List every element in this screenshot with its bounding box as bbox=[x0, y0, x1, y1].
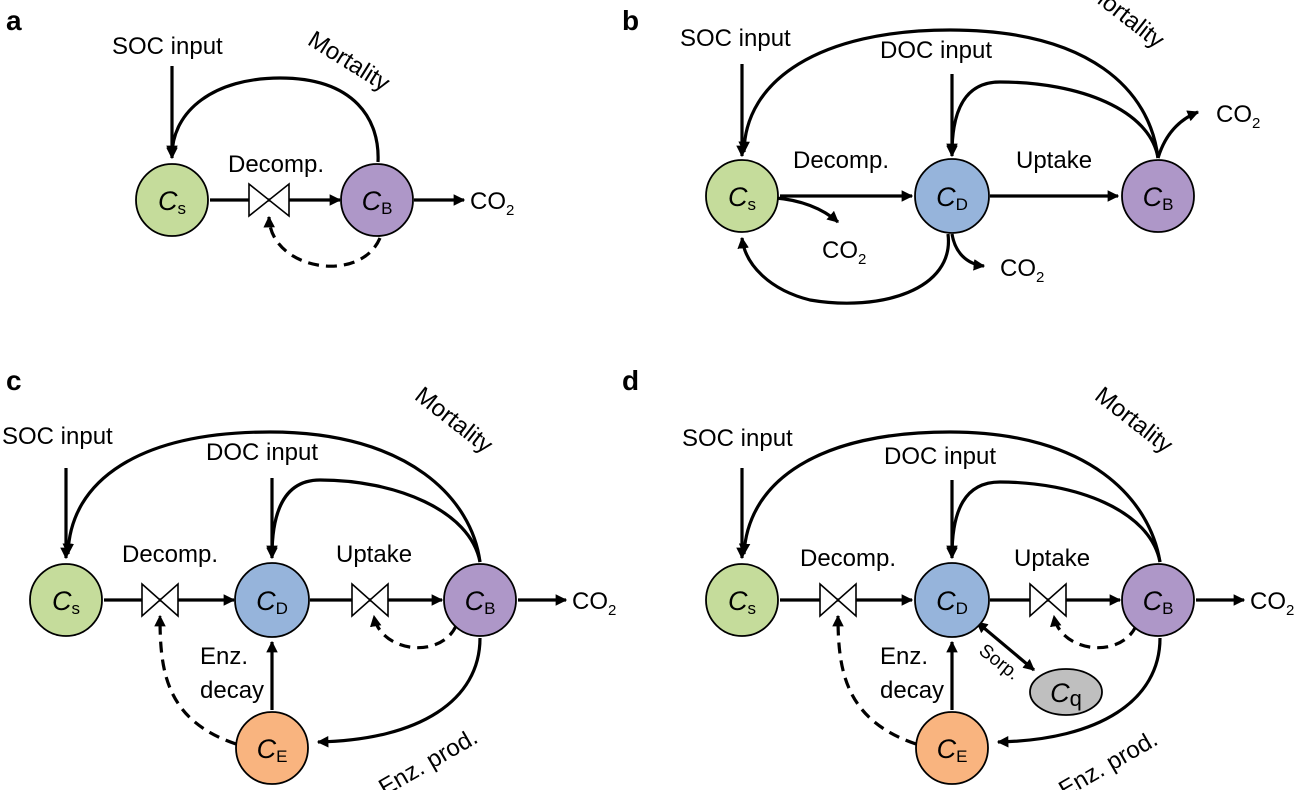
panel-c-enz-prod-arrow bbox=[316, 637, 482, 748]
panel-d-decomp-valve-icon bbox=[819, 582, 857, 618]
panel-d-node-cq-label: Cq bbox=[1050, 678, 1082, 711]
panel-b-node-cb bbox=[1121, 159, 1195, 233]
panel-c: c SOC input DOC input Mortality Decomp. … bbox=[2, 365, 616, 790]
panel-d-node-cd-label: CD bbox=[936, 586, 968, 618]
panel-b-uptake-label: Uptake bbox=[1016, 147, 1092, 174]
panel-d-node-cs-label: Cs bbox=[728, 586, 756, 618]
panel-a-node-cb bbox=[340, 163, 414, 237]
panel-c-mortality-to-cs-arrow bbox=[62, 430, 482, 563]
panel-b-cd-co2-arrow bbox=[950, 233, 986, 271]
panel-b-node-cs bbox=[705, 159, 779, 233]
panel-a-node-cb-label: CB bbox=[362, 186, 393, 218]
panel-b: b SOC input DOC input Mortality Decomp. … bbox=[622, 0, 1260, 305]
panel-b-mortality-to-cs-arrow bbox=[738, 28, 1160, 159]
panel-c-node-cb bbox=[443, 563, 517, 637]
panel-d-co2-label: CO2 bbox=[1250, 588, 1294, 619]
panel-c-mortality-to-cd-arrow bbox=[266, 478, 482, 563]
panel-c-doc-input-label: DOC input bbox=[206, 439, 318, 466]
panel-c-node-cb-label: CB bbox=[465, 586, 496, 618]
panel-c-node-ce-label: CE bbox=[257, 734, 288, 766]
panel-b-node-cd-label: CD bbox=[936, 182, 968, 214]
panel-c-node-ce bbox=[235, 711, 309, 785]
panel-d-enz-decay-label-2: decay bbox=[880, 677, 944, 704]
panel-d-uptake-label: Uptake bbox=[1014, 545, 1090, 572]
panel-d-doc-input-label: DOC input bbox=[884, 443, 996, 470]
panel-c-soc-input-label: SOC input bbox=[2, 423, 113, 450]
panel-c-uptake-label: Uptake bbox=[336, 541, 412, 568]
panel-c-co2-label: CO2 bbox=[572, 588, 616, 619]
panel-a-valve-icon bbox=[248, 182, 290, 218]
panel-a-mortality-label: Mortality bbox=[303, 26, 394, 97]
panel-a: a SOC input Mortality Decomp. Cs CB CO2 bbox=[6, 5, 514, 268]
panel-b-cb-co2-label: CO2 bbox=[1216, 101, 1260, 132]
panel-d-node-cs bbox=[705, 563, 779, 637]
panel-c-enzyme-catalysis-dashed-arrow bbox=[154, 614, 237, 746]
panel-a-co2-label: CO2 bbox=[470, 188, 514, 219]
panel-a-decomp-label: Decomp. bbox=[228, 151, 324, 178]
panel-d: d SOC input DOC input Mortality Decomp. … bbox=[622, 365, 1294, 790]
panel-c-node-cd bbox=[234, 562, 310, 638]
panel-a-letter: a bbox=[6, 5, 22, 36]
panel-c-letter: c bbox=[6, 365, 22, 396]
panel-b-cd-to-cs-arrow bbox=[737, 233, 950, 305]
panel-d-node-cq bbox=[1029, 668, 1103, 716]
panel-c-uptake-valve-icon bbox=[351, 582, 389, 618]
panel-c-node-cs bbox=[29, 563, 103, 637]
panel-a-node-cs-label: Cs bbox=[158, 186, 186, 218]
panel-c-mortality-label: Mortality bbox=[410, 382, 498, 459]
panel-a-soc-input-label: SOC input bbox=[112, 33, 223, 60]
panel-d-decomp-label: Decomp. bbox=[800, 545, 896, 572]
panel-a-node-cs bbox=[135, 163, 209, 237]
panel-c-node-cd-label: CD bbox=[256, 586, 288, 618]
panel-d-enzyme-catalysis-dashed-arrow bbox=[832, 614, 917, 746]
panel-a-feedback-dashed-arrow bbox=[263, 215, 382, 268]
panel-d-biomass-feedback-dashed-arrow bbox=[1050, 614, 1138, 650]
panel-d-sorp-label: Sorp. bbox=[975, 640, 1024, 685]
panel-d-enz-prod-arrow bbox=[996, 637, 1162, 748]
panel-d-mortality-label: Mortality bbox=[1090, 382, 1178, 459]
panel-d-node-ce-label: CE bbox=[937, 734, 968, 766]
panel-b-mortality-to-cd-arrow bbox=[946, 80, 1160, 159]
panel-b-node-cd bbox=[914, 158, 990, 234]
panel-b-soc-input-label: SOC input bbox=[680, 25, 791, 52]
panel-c-biomass-feedback-dashed-arrow bbox=[370, 614, 458, 650]
panel-d-node-ce bbox=[915, 711, 989, 785]
panel-b-cs-co2-arrow bbox=[775, 196, 840, 224]
panel-b-cb-co2-arrow bbox=[1156, 110, 1200, 159]
panel-c-decomp-label: Decomp. bbox=[122, 541, 218, 568]
panel-b-node-cb-label: CB bbox=[1143, 182, 1174, 214]
panel-b-letter: b bbox=[622, 5, 639, 36]
panel-d-enz-decay-label-1: Enz. bbox=[880, 643, 928, 670]
panel-d-mortality-to-cd-arrow bbox=[946, 480, 1162, 563]
panel-c-decomp-valve-icon bbox=[141, 582, 179, 618]
panel-d-mortality-to-cs-arrow bbox=[738, 430, 1162, 563]
panel-d-node-cb bbox=[1121, 563, 1195, 637]
panel-d-node-cd bbox=[914, 562, 990, 638]
panel-b-decomp-label: Decomp. bbox=[793, 147, 889, 174]
panel-d-uptake-valve-icon bbox=[1029, 582, 1067, 618]
panel-c-enz-decay-label-1: Enz. bbox=[200, 643, 248, 670]
panel-d-sorption-double-arrow bbox=[976, 621, 1036, 672]
panel-a-mortality-arrow bbox=[166, 76, 380, 163]
panel-d-soc-input-label: SOC input bbox=[682, 425, 793, 452]
panel-d-enz-prod-label: Enz. prod. bbox=[1054, 725, 1162, 790]
panel-d-letter: d bbox=[622, 365, 639, 396]
panel-c-node-cs-label: Cs bbox=[52, 586, 80, 618]
panel-b-cs-co2-label: CO2 bbox=[822, 237, 866, 268]
panel-b-mortality-label: Mortality bbox=[1081, 0, 1169, 54]
panel-b-node-cs-label: Cs bbox=[728, 182, 756, 214]
panel-c-enz-decay-label-2: decay bbox=[200, 677, 264, 704]
panel-b-doc-input-label: DOC input bbox=[880, 37, 992, 64]
panel-d-node-cb-label: CB bbox=[1143, 586, 1174, 618]
panel-b-cd-co2-label: CO2 bbox=[1000, 255, 1044, 286]
